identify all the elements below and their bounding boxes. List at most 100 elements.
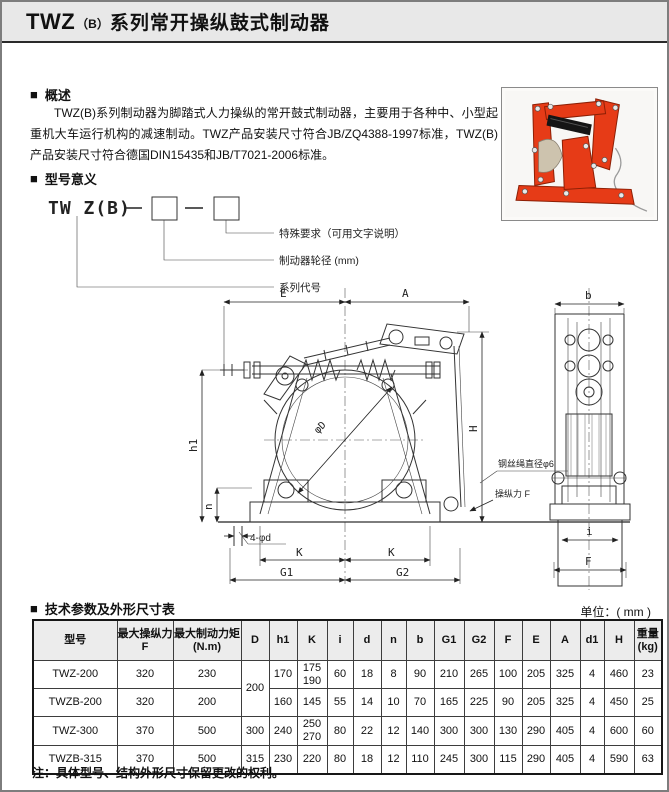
column-header: K (296, 619, 328, 661)
page-title-series: TWZ (26, 8, 76, 34)
table-cell: 320 (116, 659, 174, 690)
model-box-special (213, 196, 240, 221)
table-cell: 370 (116, 744, 174, 775)
table-cell: 220 (296, 744, 328, 775)
table-cell: 210 (433, 659, 465, 690)
model-heading-label: 型号意义 (44, 172, 97, 187)
product-photo-illustration (505, 91, 654, 217)
table-cell: 60 (633, 716, 663, 746)
column-header: A (549, 619, 581, 661)
side-view: b i (549, 288, 631, 590)
table-cell: 8 (380, 659, 407, 690)
column-header: 最大制动力矩 (N.m) (172, 619, 242, 661)
table-cell: 70 (405, 688, 435, 718)
front-view: E A φD (187, 287, 630, 584)
dim-label-holes: 4-φd (250, 533, 271, 544)
table-cell: 500 (172, 744, 242, 775)
table-cell: TWZ-300 (32, 716, 118, 746)
table-cell: 130 (493, 716, 523, 746)
column-header: d (352, 619, 382, 661)
table-cell: 12 (380, 744, 407, 775)
dim-label-A: A (402, 287, 409, 300)
table-cell: 4 (579, 744, 605, 775)
table-cell: 18 (352, 659, 382, 690)
page-title-paren: （B） (76, 17, 109, 31)
table-cell: 250 270 (296, 716, 328, 746)
model-code-diagram: TW Z(B) 特殊要求（可用文字说明） 制动器轮径 (mm) 系列代号 (48, 196, 405, 294)
table-cell: 205 (521, 659, 551, 690)
table-cell: 300 (240, 716, 270, 746)
table-cell: TWZB-200 (32, 688, 118, 718)
column-header: H (603, 619, 635, 661)
column-header: d1 (579, 619, 605, 661)
column-header: F (493, 619, 523, 661)
table-cell: 225 (463, 688, 495, 718)
dim-label-K2: K (388, 546, 395, 559)
section-bullet-icon: ■ (30, 601, 38, 616)
table-cell: 200 (172, 688, 242, 718)
section-bullet-icon: ■ (30, 171, 38, 186)
model-label-diameter: 制动器轮径 (mm) (279, 254, 359, 267)
table-cell: 300 (463, 744, 495, 775)
overview-paragraph: TWZ(B)系列制动器为脚踏式人力操纵的常开鼓式制动器，主要用于各种中、小型起重… (30, 106, 498, 162)
column-header: i (326, 619, 354, 661)
table-cell: 200 (240, 659, 270, 718)
column-header: n (380, 619, 407, 661)
table-cell: 4 (579, 688, 605, 718)
column-header: E (521, 619, 551, 661)
table-cell: 240 (268, 716, 298, 746)
table-cell: 300 (433, 716, 465, 746)
table-cell: 230 (172, 659, 242, 690)
table-cell: 115 (493, 744, 523, 775)
table-cell: 320 (116, 688, 174, 718)
table-cell: 175 190 (296, 659, 328, 690)
table-cell: 55 (326, 688, 354, 718)
model-box-diameter (151, 196, 178, 221)
column-header: 型号 (32, 619, 118, 661)
table-cell: 590 (603, 744, 635, 775)
table-cell: 245 (433, 744, 465, 775)
table-cell: 4 (579, 716, 605, 746)
table-cell: 600 (603, 716, 635, 746)
column-header: G2 (463, 619, 495, 661)
table-cell: 325 (549, 659, 581, 690)
unit-label: 单位：( mm ) (580, 605, 651, 619)
table-cell: 205 (521, 688, 551, 718)
table-cell: 4 (579, 659, 605, 690)
column-header: D (240, 619, 270, 661)
table-cell: 140 (405, 716, 435, 746)
dim-label-phiD: φD (312, 420, 328, 436)
table-cell: 160 (268, 688, 298, 718)
dim-label-F: F (585, 555, 592, 568)
table-cell: 14 (352, 688, 382, 718)
table-cell: 145 (296, 688, 328, 718)
drawing-annotations: 钢丝绳直径φ6 操纵力 F (469, 458, 568, 512)
dim-label-G1: G1 (280, 566, 293, 579)
table-cell: 25 (633, 688, 663, 718)
column-header: 重量 (kg) (633, 619, 663, 661)
dim-label-K: K (296, 546, 303, 559)
table-cell: 18 (352, 744, 382, 775)
page-title-bar: TWZ （B） 系列常开操纵鼓式制动器 (2, 2, 667, 43)
table-cell: 460 (603, 659, 635, 690)
table-cell: 290 (521, 744, 551, 775)
table-cell: 370 (116, 716, 174, 746)
model-prefix: TW Z(B) (48, 198, 131, 219)
table-cell: 22 (352, 716, 382, 746)
table-cell: 80 (326, 716, 354, 746)
table-cell: 60 (326, 659, 354, 690)
table-cell: 230 (268, 744, 298, 775)
overview-heading: ■ 概述 (30, 85, 71, 104)
table-cell: 90 (405, 659, 435, 690)
column-header: G1 (433, 619, 465, 661)
product-photo (501, 87, 658, 221)
table-cell: 325 (549, 688, 581, 718)
column-header: b (405, 619, 435, 661)
footnote: 注：具体型号、结构外形尺寸保留更改的权利。 (32, 766, 285, 780)
wire-rope-annotation: 钢丝绳直径φ6 (498, 458, 554, 469)
dim-label-H: H (467, 425, 480, 432)
table-cell: 405 (549, 716, 581, 746)
